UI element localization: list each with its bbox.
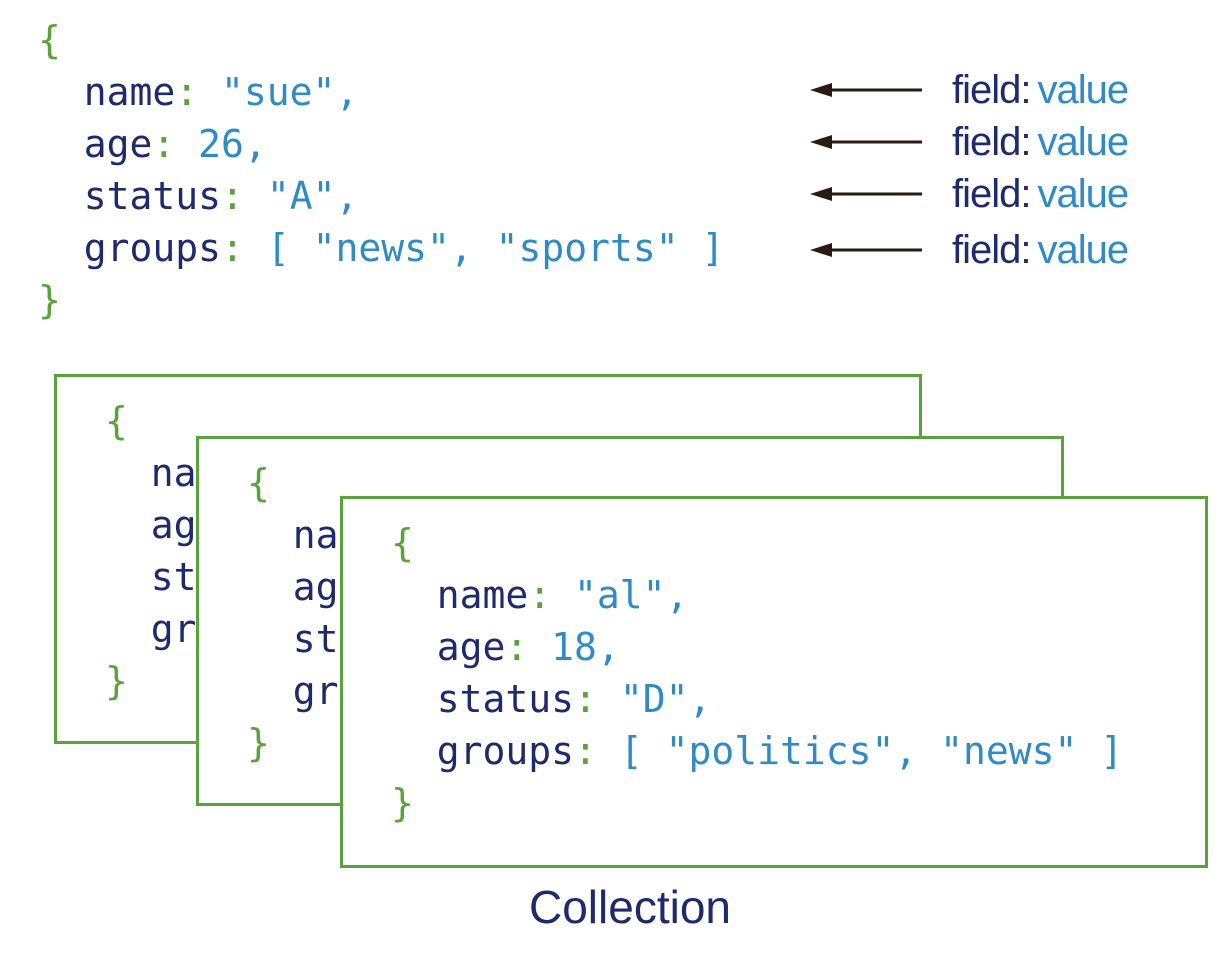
field-value: [ "news", "sports" ] <box>266 226 725 270</box>
document-example: { name: "sue", age: 26, status: "A", gro… <box>38 14 724 326</box>
field-comma: , <box>665 573 689 617</box>
annotation-colon: : <box>1020 227 1032 272</box>
field-key: st <box>292 617 339 661</box>
collection-label: Collection <box>529 881 731 933</box>
open-brace: { <box>391 521 414 565</box>
close-brace: } <box>105 659 128 703</box>
field-key: na <box>150 451 197 495</box>
field-separator: : <box>221 174 267 218</box>
field-key: name <box>83 70 176 114</box>
close-brace: } <box>391 781 414 825</box>
left-arrow-icon <box>810 135 922 149</box>
annotation-colon: : <box>1020 67 1032 112</box>
card-code: { na ag st gr } <box>105 395 197 707</box>
annotation-colon: : <box>1020 171 1032 216</box>
field-value: [ "politics", "news" ] <box>619 729 1124 773</box>
field-key: ag <box>292 565 339 609</box>
field-key: groups <box>436 729 575 773</box>
field-key: gr <box>150 607 197 651</box>
field-key: gr <box>292 669 339 713</box>
left-arrow-icon <box>810 83 922 97</box>
field-separator: : <box>175 70 222 114</box>
field-key: groups <box>83 226 222 270</box>
field-key: na <box>292 513 339 557</box>
left-arrow-icon <box>810 243 922 257</box>
field-comma: , <box>596 625 620 669</box>
field-separator: : <box>574 729 620 773</box>
annotation-value: value <box>1037 67 1130 112</box>
annotation-field: field <box>952 171 1021 216</box>
field-key: st <box>150 555 197 599</box>
field-key: status <box>83 174 222 218</box>
close-brace: } <box>247 721 270 765</box>
open-brace: { <box>105 399 128 443</box>
field-value: "A" <box>266 174 336 218</box>
annotation-value: value <box>1037 171 1130 216</box>
field-comma: , <box>243 122 267 166</box>
field-separator: : <box>505 625 552 669</box>
field-separator: : <box>528 573 575 617</box>
open-brace: { <box>247 461 270 505</box>
field-key: ag <box>150 503 197 547</box>
field-comma: , <box>688 677 712 721</box>
annotation-row: field:value <box>810 116 1130 168</box>
field-separator: : <box>221 226 267 270</box>
card-code: { na ag st gr } <box>247 457 339 769</box>
field-key: age <box>83 122 153 166</box>
document-card-front: { name: "al", age: 18, status: "D", grou… <box>340 496 1208 868</box>
field-separator: : <box>152 122 199 166</box>
field-key: age <box>436 625 506 669</box>
open-brace: { <box>38 18 61 62</box>
field-key: name <box>436 573 529 617</box>
card-code: { name: "al", age: 18, status: "D", grou… <box>391 517 1123 829</box>
annotation-row: field:value <box>810 168 1130 220</box>
annotation-value: value <box>1037 227 1130 272</box>
field-comma: , <box>335 174 359 218</box>
field-comma: , <box>335 70 359 114</box>
field-separator: : <box>574 677 620 721</box>
field-value: "sue" <box>221 70 336 114</box>
field-value: 18 <box>551 625 597 669</box>
field-value: "D" <box>619 677 689 721</box>
field-key: status <box>436 677 575 721</box>
field-value: 26 <box>198 122 244 166</box>
annotation-colon: : <box>1020 119 1032 164</box>
annotation-field: field <box>952 119 1021 164</box>
annotation-value: value <box>1037 119 1130 164</box>
annotation-row: field:value <box>810 224 1130 276</box>
annotation-row: field:value <box>810 64 1130 116</box>
annotation-field: field <box>952 227 1021 272</box>
left-arrow-icon <box>810 187 922 201</box>
close-brace: } <box>38 278 61 322</box>
annotation-field: field <box>952 67 1021 112</box>
field-value: "al" <box>574 573 666 617</box>
